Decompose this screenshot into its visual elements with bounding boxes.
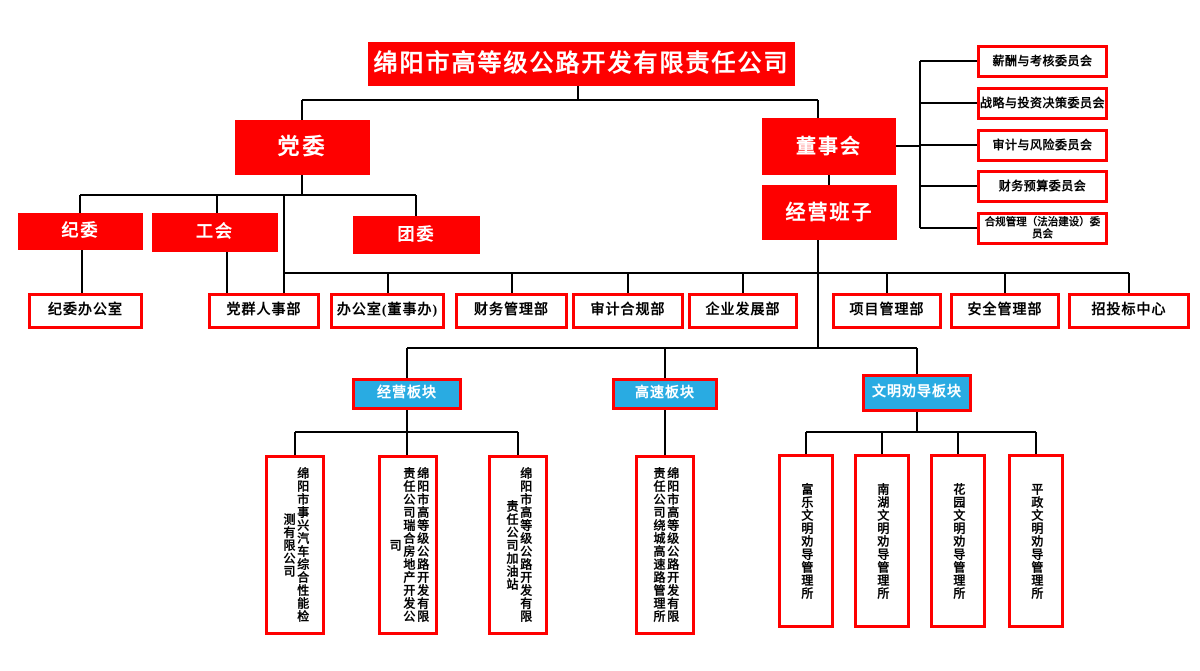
operating-unit-label: 绵阳市事兴汽车综合性能检测有限公司 [282,467,310,623]
civility-unit-box-fule: 富乐文明劝导管理所 [778,454,834,628]
discipline-office-label: 纪委办公室 [48,303,123,319]
committee-label: 财务预算委员会 [998,178,1087,193]
civility-unit-label: 富乐文明劝导管理所 [799,482,814,600]
department-box-general-office: 办公室(董事办) [330,293,445,329]
labor-union-box: 工会 [152,213,278,252]
department-box-safety-mgmt: 安全管理部 [950,293,1060,329]
operating-unit-box-real-estate: 绵阳市高等级公路开发有限责任公司瑞合房地产开发公司 [378,455,438,635]
civility-unit-label: 南湖文明劝导管理所 [875,482,890,600]
labor-union-label: 工会 [196,222,234,242]
discipline-commission-box: 纪委 [18,213,143,250]
operating-unit-label: 绵阳市高等级公路开发有限责任公司瑞合房地产开发公司 [388,467,430,623]
block-box-expressway: 高速板块 [612,378,718,410]
management-team-box: 经营班子 [762,185,897,240]
highway-unit-box-ring-expressway: 绵阳市高等级公路开发有限责任公司绕城高速路管理所 [635,455,695,635]
block-label: 高速板块 [635,386,695,402]
civility-unit-label: 平政文明劝导管理所 [1029,482,1044,600]
department-box-audit-compliance: 审计合规部 [572,293,684,329]
committee-box-compliance: 合规管理（法治建设）委员会 [977,212,1108,245]
committee-box-budget: 财务预算委员会 [977,170,1108,203]
department-label: 党群人事部 [226,303,302,319]
operating-unit-box-gas-station: 绵阳市高等级公路开发有限责任公司加油站 [488,455,548,635]
department-box-party-hr: 党群人事部 [208,293,320,329]
department-label: 审计合规部 [590,303,666,319]
board-box: 董事会 [762,118,896,175]
youth-league-box: 团委 [353,216,480,254]
department-label: 招投标中心 [1091,303,1167,319]
youth-league-label: 团委 [397,224,436,244]
department-box-enterprise-dev: 企业发展部 [688,293,798,329]
block-box-operating: 经营板块 [352,378,462,410]
board-label: 董事会 [796,135,862,158]
block-label: 文明劝导板块 [872,385,962,401]
department-box-bidding-center: 招投标中心 [1068,293,1190,329]
civility-unit-box-pingzheng: 平政文明劝导管理所 [1008,454,1064,628]
discipline-commission-label: 纪委 [61,221,100,241]
block-label: 经营板块 [377,386,437,402]
connector-path [79,60,1130,455]
civility-unit-box-huayuan: 花园文明劝导管理所 [930,454,986,628]
department-label: 办公室(董事办) [336,303,439,319]
operating-unit-label: 绵阳市高等级公路开发有限责任公司加油站 [505,467,533,623]
committee-label: 合规管理（法治建设）委员会 [984,216,1101,240]
management-team-label: 经营班子 [785,201,874,224]
civility-unit-box-nanhu: 南湖文明劝导管理所 [854,454,910,628]
operating-unit-box-vehicle-inspection: 绵阳市事兴汽车综合性能检测有限公司 [265,455,325,635]
company-title-box: 绵阳市高等级公路开发有限责任公司 [368,42,795,86]
department-label: 项目管理部 [849,303,925,319]
company-title: 绵阳市高等级公路开发有限责任公司 [373,50,790,77]
committee-label: 战略与投资决策委员会 [980,95,1106,110]
department-label: 财务管理部 [474,303,549,319]
discipline-office-box: 纪委办公室 [28,293,143,329]
committee-label: 审计与风险委员会 [992,137,1093,152]
civility-unit-label: 花园文明劝导管理所 [951,482,966,600]
highway-unit-label: 绵阳市高等级公路开发有限责任公司绕城高速路管理所 [652,467,680,623]
department-label: 企业发展部 [705,303,781,319]
committee-box-compensation: 薪酬与考核委员会 [977,45,1108,78]
department-box-finance: 财务管理部 [455,293,568,329]
department-label: 安全管理部 [967,303,1043,319]
committee-label: 薪酬与考核委员会 [992,53,1093,68]
committee-box-audit-risk: 审计与风险委员会 [977,129,1108,162]
department-box-project-mgmt: 项目管理部 [832,293,942,329]
block-box-civility: 文明劝导板块 [862,374,972,412]
party-committee-box: 党委 [235,120,370,175]
committee-box-strategy: 战略与投资决策委员会 [977,87,1108,120]
party-committee-label: 党委 [277,134,328,160]
